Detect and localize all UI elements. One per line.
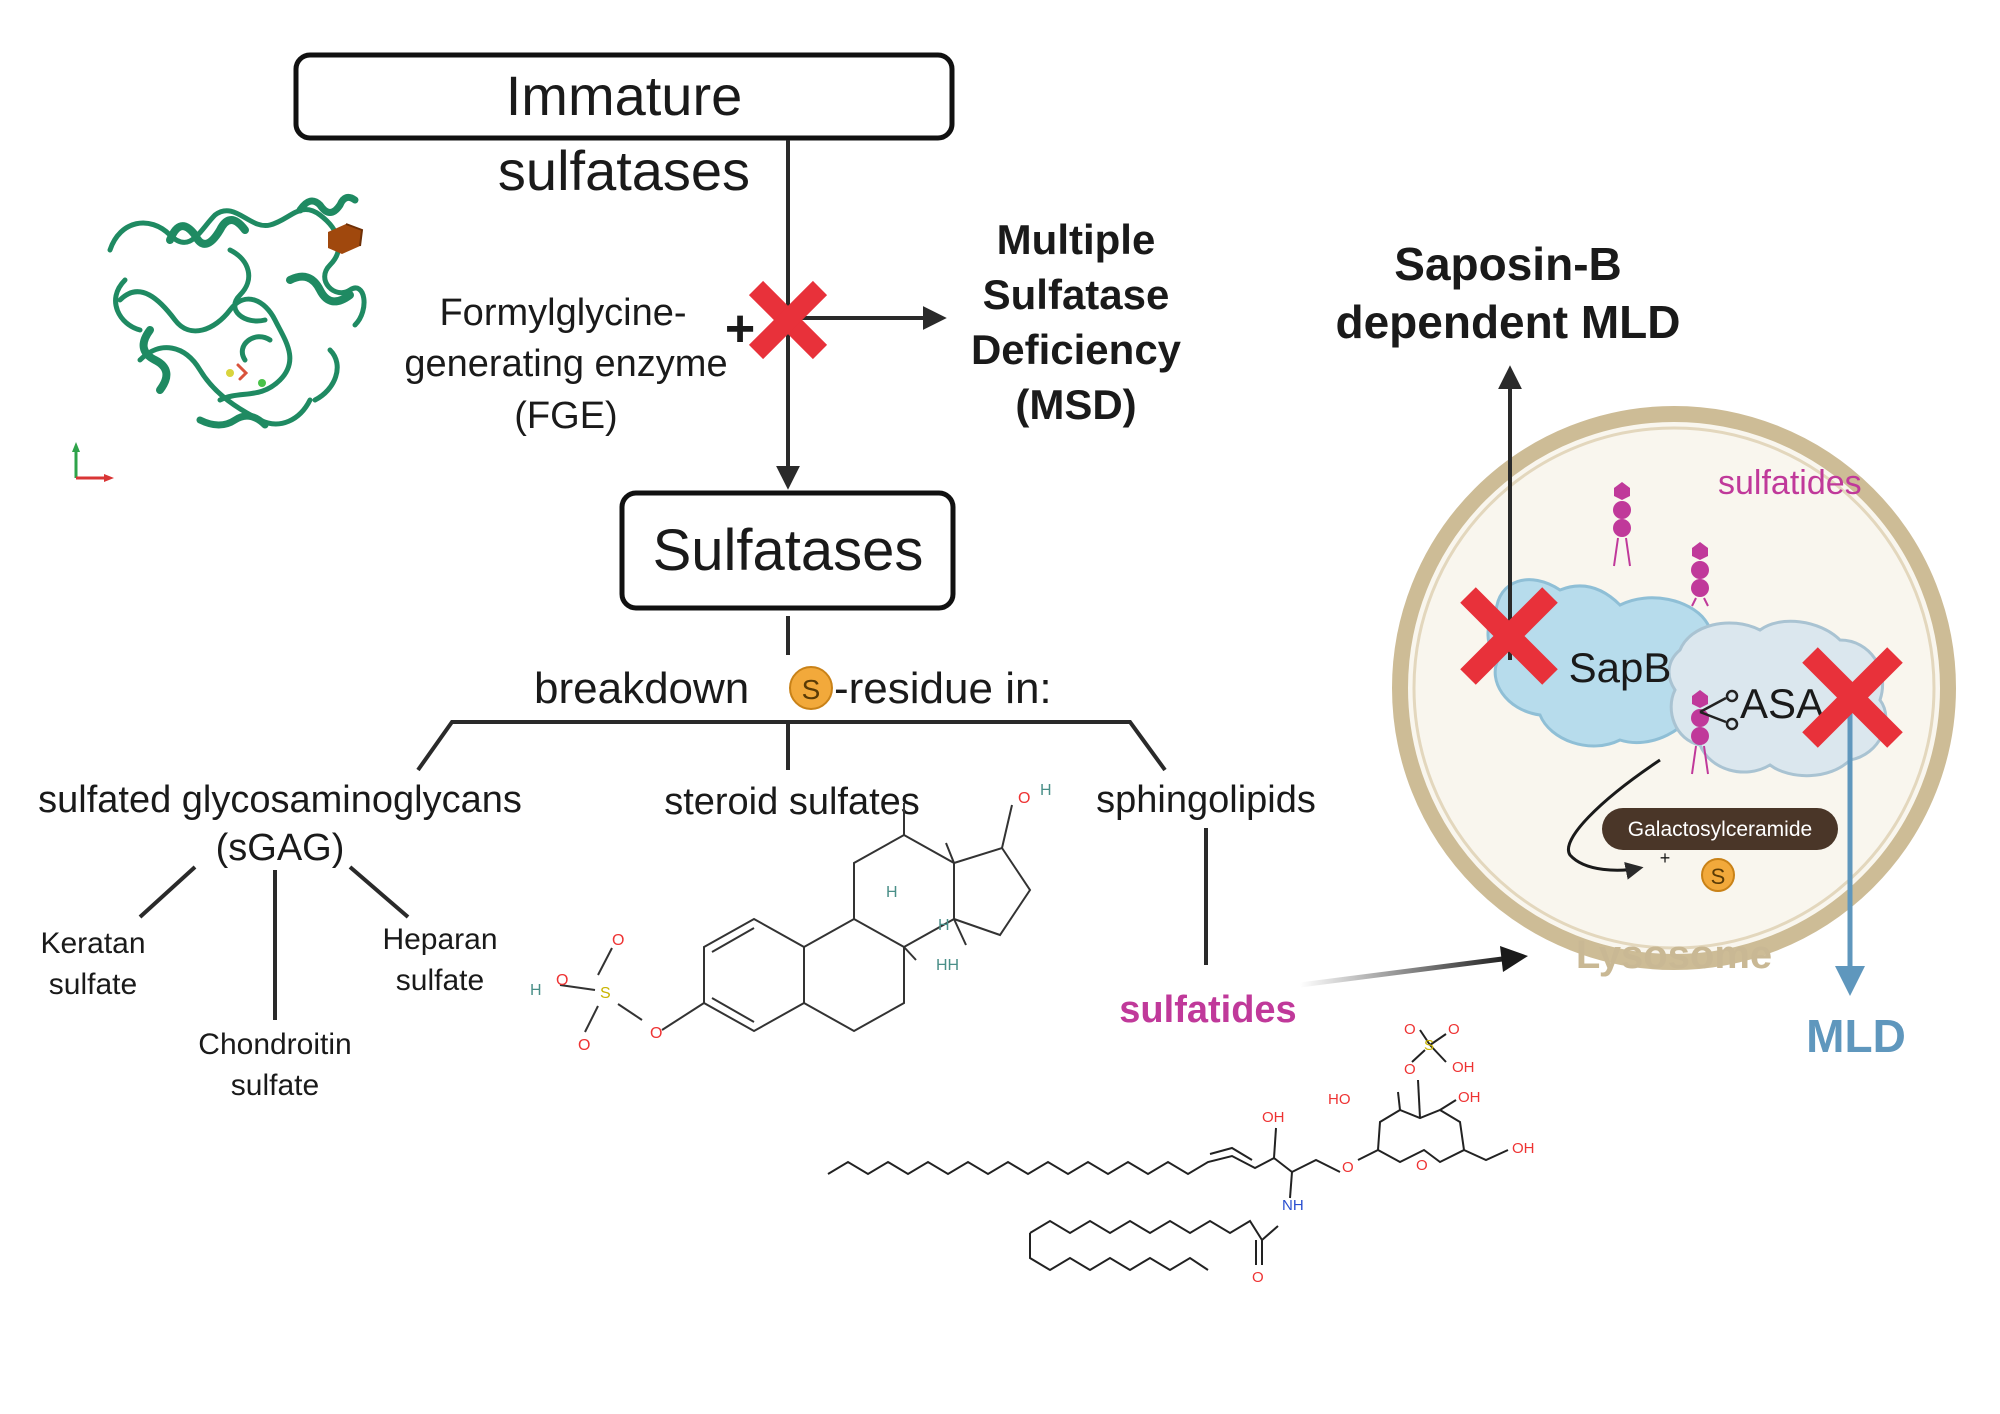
- chondroitin-line1: Chondroitin: [198, 1028, 351, 1061]
- sgag-sub-branches: [138, 865, 410, 1020]
- s-badge-icon: S: [789, 666, 833, 710]
- red-cross-icon: [748, 280, 828, 360]
- svg-text:O: O: [650, 1025, 662, 1042]
- steroid-atom-labels: O H O S O O O H H H HH: [530, 782, 1052, 1054]
- svg-text:H: H: [1040, 782, 1052, 799]
- svg-text:NH: NH: [1282, 1197, 1304, 1214]
- sgag-label-line1: sulfated glycosaminoglycans: [38, 779, 522, 821]
- asa-label: ASA: [1740, 680, 1824, 727]
- sulfatides-to-lysosome-arrow: [1299, 955, 1511, 988]
- reaction-arrow: [1567, 758, 1661, 880]
- svg-text:S: S: [1424, 1037, 1434, 1054]
- svg-text:O: O: [612, 932, 624, 949]
- immature-sulfatases-box: Immature sulfatases: [293, 52, 955, 202]
- svg-text:O: O: [1416, 1157, 1428, 1174]
- s-badge-icon: S: [1701, 858, 1735, 892]
- svg-text:OH: OH: [1452, 1059, 1475, 1076]
- svg-text:O: O: [1342, 1159, 1354, 1176]
- product-plus-sign: +: [1660, 848, 1671, 868]
- svg-text:OH: OH: [1458, 1089, 1481, 1106]
- fge-line1: Formylglycine-: [439, 292, 686, 334]
- svg-text:O: O: [1018, 790, 1030, 807]
- lysosome-sulfatides-label: sulfatides: [1718, 464, 1862, 502]
- sapb-label: SapB: [1569, 644, 1672, 691]
- msd-line4: (MSD): [1015, 381, 1136, 428]
- svg-text:OH: OH: [1262, 1109, 1285, 1126]
- svg-text:O: O: [556, 972, 568, 989]
- keratan-line2: sulfate: [49, 968, 137, 1001]
- keratan-line1: Keratan: [40, 927, 145, 960]
- protein-structure-icon: [107, 193, 367, 429]
- asa-protein: [1667, 619, 1888, 778]
- msd-line1: Multiple: [997, 216, 1156, 263]
- msd-label: Multiple Sulfatase Deficiency (MSD): [971, 216, 1182, 428]
- saposin-label-line2: dependent MLD: [1336, 296, 1681, 348]
- fge-plus-sign: +: [725, 300, 755, 358]
- galactosylceramide-badge: Galactosylceramide: [1602, 808, 1838, 850]
- svg-text:H: H: [938, 917, 950, 934]
- svg-text:O: O: [578, 1037, 590, 1054]
- saposin-label-line1: Saposin-B: [1394, 238, 1621, 290]
- msd-line3: Deficiency: [971, 326, 1182, 373]
- breakdown-suffix: -residue in:: [834, 664, 1052, 713]
- fge-line3: (FGE): [514, 395, 617, 437]
- red-cross-icon: [1460, 587, 1558, 685]
- svg-text:OH: OH: [1512, 1140, 1535, 1157]
- svg-text:H: H: [886, 884, 898, 901]
- svg-text:O: O: [1448, 1021, 1460, 1038]
- red-cross-icon: [1802, 647, 1903, 748]
- sulfatide-molecule-icon: [1613, 482, 1631, 567]
- mld-label: MLD: [1806, 1010, 1906, 1062]
- lysosome-label: Lysosome: [1576, 933, 1772, 977]
- svg-text:S: S: [1711, 864, 1726, 889]
- chondroitin-line2: sulfate: [231, 1069, 319, 1102]
- svg-text:HH: HH: [936, 957, 959, 974]
- immature-label-line1: Immature: [506, 64, 743, 127]
- sulfatide-atom-labels: OH NH O O O HO OH OH O S O O OH: [1252, 1021, 1535, 1286]
- sphingolipids-label: sphingolipids: [1096, 779, 1316, 821]
- ligand-icon: [328, 223, 364, 254]
- sulfatides-arrowhead: [1500, 946, 1528, 972]
- svg-text:O: O: [1404, 1021, 1416, 1038]
- sulfatide-structure: [827, 1029, 1509, 1272]
- immature-label-line2: sulfatases: [498, 139, 750, 202]
- fge-line2: generating enzyme: [404, 343, 727, 385]
- svg-text:O: O: [1404, 1061, 1416, 1078]
- breakdown-prefix: breakdown: [534, 664, 749, 713]
- svg-text:Galactosylceramide: Galactosylceramide: [1628, 818, 1812, 841]
- svg-text:S: S: [802, 674, 821, 705]
- svg-text:S: S: [600, 985, 611, 1002]
- substrate-branch-bracket: [416, 720, 1167, 772]
- sulfatide-molecule-icon: [1691, 542, 1709, 607]
- sulfatases-label: Sulfatases: [653, 518, 924, 583]
- steroid-sulfates-label: steroid sulfates: [664, 781, 920, 823]
- sulfatides-label: sulfatides: [1119, 989, 1296, 1031]
- steroid-sulfate-structure: [559, 803, 1032, 1033]
- scissors-icon: [1699, 689, 1739, 731]
- heparan-line1: Heparan: [382, 923, 497, 956]
- svg-text:H: H: [530, 982, 542, 999]
- sulfatases-box: Sulfatases: [619, 490, 956, 611]
- svg-text:HO: HO: [1328, 1091, 1351, 1108]
- sgag-label-line2: (sGAG): [216, 827, 345, 869]
- svg-text:O: O: [1252, 1269, 1264, 1286]
- axis-icon: [72, 442, 114, 482]
- heparan-line2: sulfate: [396, 964, 484, 997]
- msd-line2: Sulfatase: [983, 271, 1170, 318]
